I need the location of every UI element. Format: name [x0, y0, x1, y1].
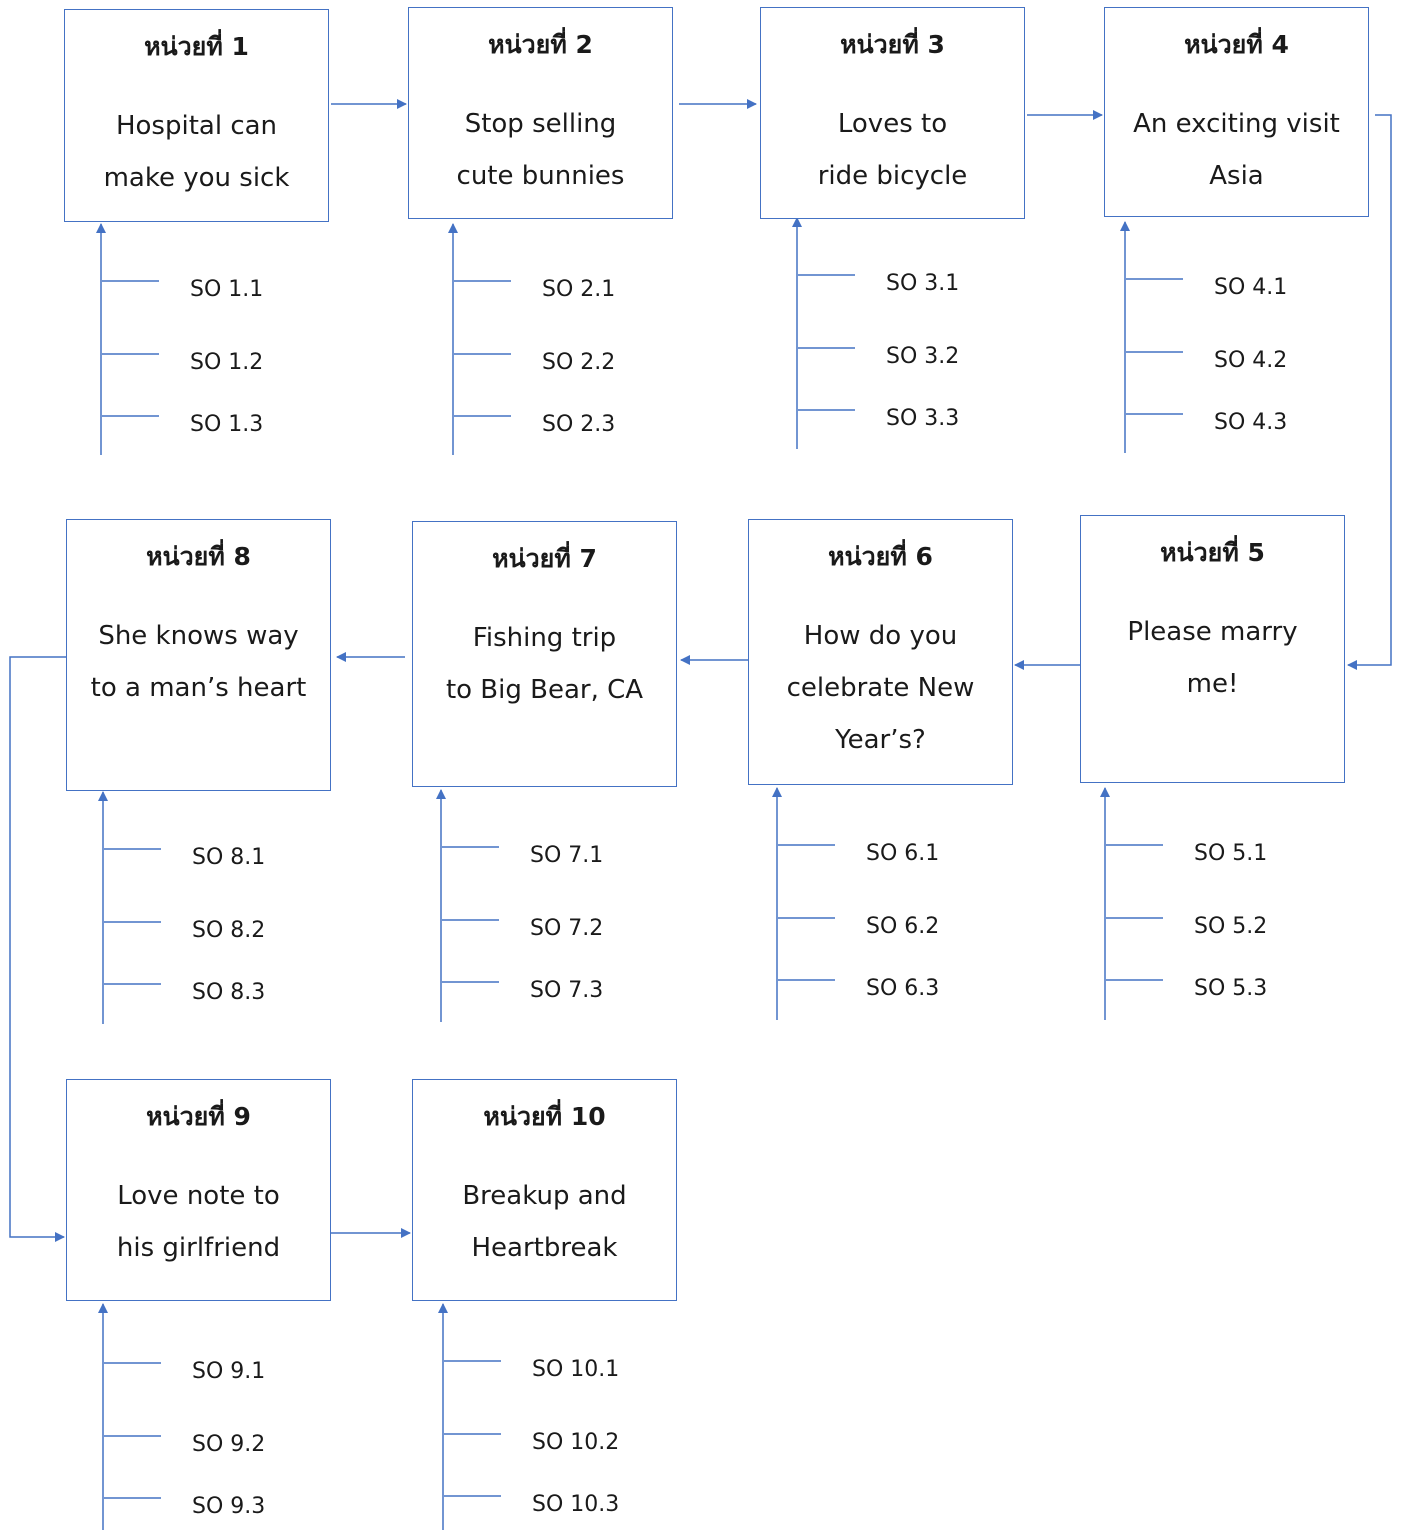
- unit-topic-line: Asia: [1209, 161, 1264, 191]
- objective-label: SO 4.1: [1214, 275, 1288, 300]
- unit-topic-line: Stop selling: [464, 109, 617, 139]
- unit-title: หน่วยที่ 8: [146, 542, 251, 571]
- objective-label: SO 10.2: [532, 1430, 620, 1455]
- unit-topic-line: Love note to: [117, 1181, 280, 1211]
- unit-topic-line: me!: [1186, 669, 1239, 699]
- objective-label: SO 2.1: [542, 277, 616, 302]
- unit-topic-line: his girlfriend: [116, 1233, 281, 1263]
- objective-label: SO 6.2: [866, 914, 940, 939]
- objective-label: SO 9.1: [192, 1359, 266, 1384]
- unit-topic: Stop selling cute bunnies: [419, 98, 662, 202]
- unit-title: หน่วยที่ 3: [840, 30, 945, 59]
- unit-topic-line: ride bicycle: [817, 161, 968, 191]
- unit-title: หน่วยที่ 1: [144, 32, 249, 61]
- unit-topic: Hospital can make you sick: [75, 100, 318, 204]
- unit-box-2: หน่วยที่ 2 Stop selling cute bunnies: [408, 7, 673, 219]
- unit-title: หน่วยที่ 5: [1160, 538, 1265, 567]
- flow-arrow-8-9: [9, 656, 66, 1242]
- objective-label: SO 9.3: [192, 1494, 266, 1519]
- objective-label: SO 3.1: [886, 271, 960, 296]
- unit-topic-line: Loves to: [837, 109, 948, 139]
- objective-label: SO 1.1: [190, 277, 264, 302]
- unit-title: หน่วยที่ 2: [488, 30, 593, 59]
- objective-label: SO 6.1: [866, 841, 940, 866]
- objective-label: SO 7.2: [530, 916, 604, 941]
- unit-topic-line: cute bunnies: [456, 161, 625, 191]
- unit-topic-line: Hospital can: [115, 111, 278, 141]
- unit-box-7: หน่วยที่ 7 Fishing trip to Big Bear, CA: [412, 521, 677, 787]
- unit-title: หน่วยที่ 7: [492, 544, 597, 573]
- objective-label: SO 5.3: [1194, 976, 1268, 1001]
- unit-box-3: หน่วยที่ 3 Loves to ride bicycle: [760, 7, 1025, 219]
- objective-label: SO 5.2: [1194, 914, 1268, 939]
- unit-topic: Love note to his girlfriend: [77, 1170, 320, 1274]
- unit-topic-line: to Big Bear, CA: [445, 675, 644, 705]
- unit-title: หน่วยที่ 4: [1184, 30, 1289, 59]
- objective-label: SO 6.3: [866, 976, 940, 1001]
- unit-topic-line: How do you: [803, 621, 958, 651]
- objective-label: SO 2.2: [542, 350, 616, 375]
- objective-label: SO 10.3: [532, 1492, 620, 1517]
- objective-label: SO 10.1: [532, 1357, 620, 1382]
- unit-topic-line: celebrate New: [786, 673, 975, 703]
- objective-label: SO 1.2: [190, 350, 264, 375]
- unit-title: หน่วยที่ 9: [146, 1102, 251, 1131]
- flow-arrow-4-5: [1347, 114, 1392, 670]
- unit-topic-line: Year’s?: [835, 725, 926, 755]
- objective-label: SO 7.1: [530, 843, 604, 868]
- objective-label: SO 9.2: [192, 1432, 266, 1457]
- unit-title: หน่วยที่ 6: [828, 542, 933, 571]
- unit-title: หน่วยที่ 10: [483, 1102, 606, 1131]
- unit-topic-line: An exciting visit: [1133, 109, 1340, 139]
- objective-label: SO 7.3: [530, 978, 604, 1003]
- objective-label: SO 4.2: [1214, 348, 1288, 373]
- objective-label: SO 3.3: [886, 406, 960, 431]
- objective-label: SO 5.1: [1194, 841, 1268, 866]
- unit-topic: Fishing trip to Big Bear, CA: [423, 612, 666, 716]
- objective-label: SO 8.2: [192, 918, 266, 943]
- unit-topic-line: Fishing trip: [472, 623, 617, 653]
- unit-topic: Please marry me!: [1091, 606, 1334, 710]
- unit-box-5: หน่วยที่ 5 Please marry me!: [1080, 515, 1345, 783]
- unit-topic-line: Please marry: [1127, 617, 1298, 647]
- objective-label: SO 4.3: [1214, 410, 1288, 435]
- objective-label: SO 3.2: [886, 344, 960, 369]
- unit-box-1: หน่วยที่ 1 Hospital can make you sick: [64, 9, 329, 222]
- unit-topic-line: Heartbreak: [471, 1233, 618, 1263]
- unit-box-9: หน่วยที่ 9 Love note to his girlfriend: [66, 1079, 331, 1301]
- objective-label: SO 1.3: [190, 412, 264, 437]
- unit-topic-line: She knows way: [98, 621, 299, 651]
- unit-box-8: หน่วยที่ 8 She knows way to a man’s heart: [66, 519, 331, 791]
- objective-label: SO 8.1: [192, 845, 266, 870]
- objective-label: SO 8.3: [192, 980, 266, 1005]
- unit-topic-line: make you sick: [103, 163, 290, 193]
- unit-topic-line: Breakup and: [462, 1181, 627, 1211]
- unit-topic: Loves to ride bicycle: [771, 98, 1014, 202]
- objective-label: SO 2.3: [542, 412, 616, 437]
- unit-topic: She knows way to a man’s heart: [77, 610, 320, 714]
- unit-topic-line: to a man’s heart: [90, 673, 307, 703]
